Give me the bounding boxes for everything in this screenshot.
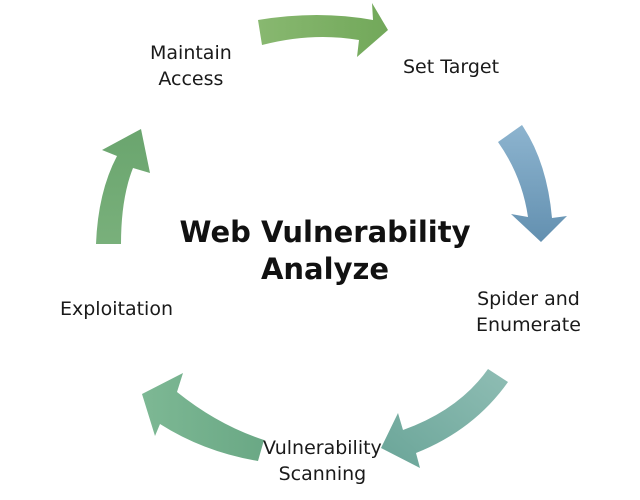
step-spider-enumerate-line1: Spider and <box>477 288 580 310</box>
step-maintain-access: Maintain Access <box>150 40 232 92</box>
step-set-target-label: Set Target <box>403 56 500 78</box>
arrow-to-exploitation <box>142 373 264 461</box>
arrow-to-set-target <box>258 3 388 57</box>
step-maintain-access-line2: Access <box>158 68 224 90</box>
arrow-to-spider-enumerate <box>498 125 567 242</box>
step-exploitation: Exploitation <box>60 296 173 322</box>
diagram-title-line2: Analyze <box>260 252 390 286</box>
step-maintain-access-line1: Maintain <box>150 42 232 64</box>
step-vulnerability-scanning-line1: Vulnerability <box>263 437 382 459</box>
diagram-title-line1: Web Vulnerability <box>179 215 471 249</box>
step-exploitation-label: Exploitation <box>60 298 173 320</box>
step-set-target: Set Target <box>403 54 499 80</box>
step-vulnerability-scanning-line2: Scanning <box>278 463 367 485</box>
step-spider-enumerate: Spider and Enumerate <box>476 286 581 338</box>
diagram-title: Web Vulnerability Analyze <box>145 214 505 288</box>
step-vulnerability-scanning: Vulnerability Scanning <box>263 435 382 487</box>
step-spider-enumerate-line2: Enumerate <box>476 314 581 336</box>
arrow-to-vulnerability-scanning <box>381 369 508 468</box>
arrow-to-maintain-access <box>96 129 150 244</box>
